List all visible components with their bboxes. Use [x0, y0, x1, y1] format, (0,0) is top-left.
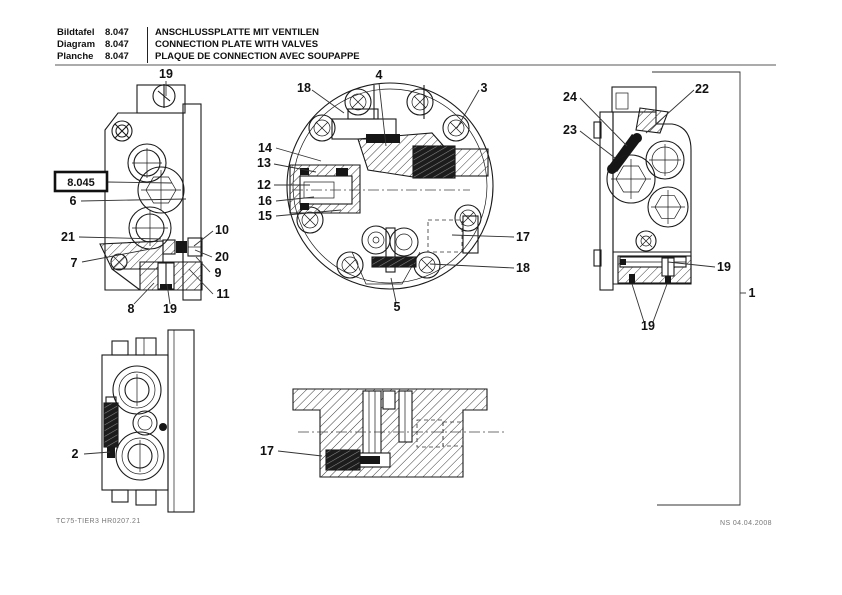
valve-cartridge [103, 402, 119, 448]
callout-b-18-br: 18 [516, 261, 530, 275]
figure-circular-section-view [286, 82, 494, 290]
callout-b-13: 13 [257, 156, 271, 170]
callout-b-16: 16 [258, 194, 272, 208]
callout-c-24: 24 [563, 90, 577, 104]
callout-a-21: 21 [61, 230, 75, 244]
callout-a-19-bottom: 19 [163, 302, 177, 316]
title-text-fr: PLAQUE DE CONNECTION AVEC SOUPAPPE [147, 51, 360, 63]
title-text-de: ANSCHLUSSPLATTE MIT VENTILEN [147, 27, 360, 39]
callout-b-4: 4 [376, 68, 383, 82]
callout-b-12: 12 [257, 178, 271, 192]
title-number-fr: 8.047 [105, 51, 129, 62]
callout-c-19-right: 19 [717, 260, 731, 274]
callout-a-8: 8 [128, 302, 135, 316]
callout-b-17: 17 [516, 230, 530, 244]
item-1-bracket [652, 71, 741, 506]
callout-a-6: 6 [70, 194, 77, 208]
reference-box: 8.045 [53, 170, 109, 193]
callout-b-5: 5 [394, 300, 401, 314]
callout-c-23: 23 [563, 123, 577, 137]
footer-date: NS 04.04.2008 [720, 520, 772, 527]
title-text-en: CONNECTION PLATE WITH VALVES [147, 39, 360, 51]
figure-side-view-right [593, 86, 692, 291]
figure-flange-cross-section [292, 388, 506, 478]
title-label-fr: Planche [57, 51, 94, 62]
callout-b-3: 3 [481, 81, 488, 95]
title-label-de: Bildtafel [57, 27, 95, 38]
reference-box-label: 8.045 [67, 177, 95, 189]
threaded-plug [325, 449, 361, 471]
callout-a-9: 9 [215, 266, 222, 280]
title-number-de: 8.047 [105, 27, 129, 38]
callout-b-14: 14 [258, 141, 272, 155]
callout-b-15: 15 [258, 209, 272, 223]
callout-c-19-bottom: 19 [641, 319, 655, 333]
leader-lines [78, 71, 746, 506]
callout-a-11: 11 [216, 287, 229, 301]
callout-a-20: 20 [215, 250, 229, 264]
figure-side-view-left [99, 84, 203, 301]
callout-c-1: 1 [749, 286, 756, 300]
figure-side-view-bottom-left [101, 329, 195, 513]
callout-a-10: 10 [215, 223, 229, 237]
callout-c-22: 22 [695, 82, 709, 96]
title-number-en: 8.047 [105, 39, 129, 50]
callout-d-2: 2 [72, 447, 79, 461]
footer-drawing-code: TC75-TIER3 HR0207.21 [56, 518, 141, 525]
valve-lever [608, 134, 641, 172]
callout-e-17: 17 [260, 444, 274, 458]
callout-b-18-tl: 18 [297, 81, 311, 95]
callout-a-19-top: 19 [159, 67, 173, 81]
title-block: Bildtafel 8.047 ANSCHLUSSPLATTE MIT VENT… [57, 27, 360, 63]
title-label-en: Diagram [57, 39, 96, 50]
callout-labels: 19 6 21 7 8 19 10 20 9 11 4 18 3 14 13 1… [61, 67, 755, 461]
callout-a-7: 7 [71, 256, 78, 270]
